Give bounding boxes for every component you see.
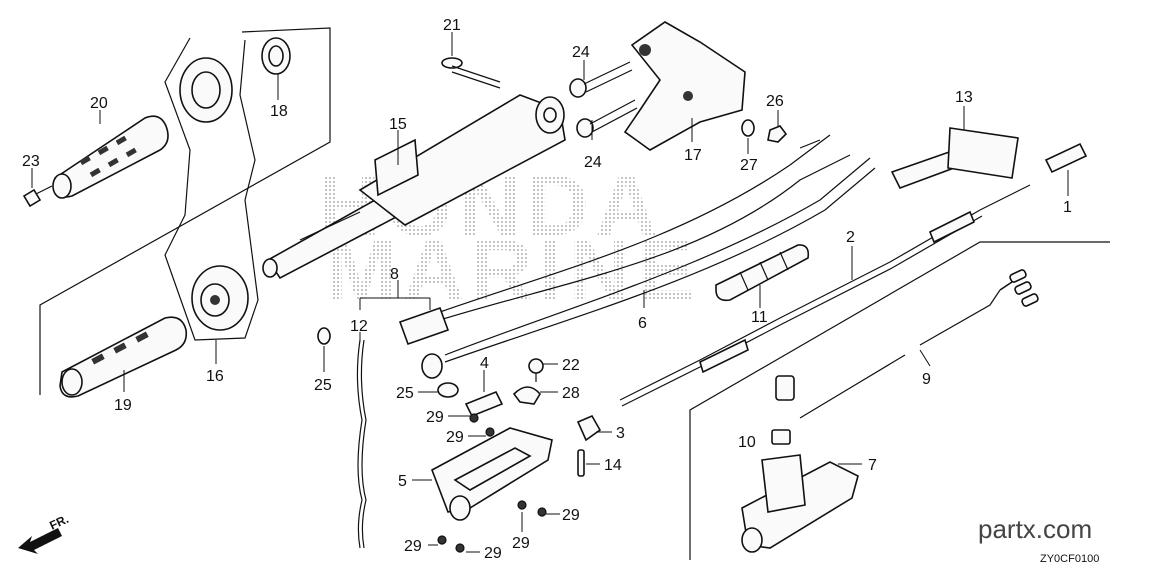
tiller-arm-15 <box>262 94 566 280</box>
callouts: 1 2 3 4 5 6 7 8 9 10 11 12 13 14 15 16 1… <box>22 17 1072 562</box>
callout-27: 27 <box>740 157 758 174</box>
callout-10: 10 <box>738 434 756 451</box>
callout-9: 9 <box>922 371 931 388</box>
grip-group-frame <box>39 27 331 395</box>
callout-17: 17 <box>684 147 702 164</box>
cable-6 <box>444 157 876 363</box>
callout-16: 16 <box>206 368 224 385</box>
callout-12: 12 <box>350 318 368 335</box>
callout-18: 18 <box>270 103 288 120</box>
callout-7: 7 <box>868 457 877 474</box>
bolt-21 <box>441 57 501 89</box>
wire-9 <box>799 269 1039 419</box>
clip-1 <box>1044 142 1088 174</box>
wire-harness <box>439 134 851 321</box>
screw-23 <box>22 185 53 208</box>
pin-14 <box>577 449 585 477</box>
callout-14: 14 <box>604 457 622 474</box>
diagram-code: ZY0CF0100 <box>1040 553 1099 565</box>
leader-lines <box>31 32 1069 553</box>
callout-24a: 24 <box>572 44 590 61</box>
washer-27 <box>741 119 755 137</box>
lanyard-12 <box>356 339 367 549</box>
grip-19 <box>59 316 188 398</box>
callout-13: 13 <box>955 89 973 106</box>
bolt-24-upper <box>569 61 633 98</box>
cap-3 <box>576 414 602 442</box>
callout-19: 19 <box>114 397 132 414</box>
callout-28: 28 <box>562 385 580 402</box>
callout-22: 22 <box>562 357 580 374</box>
connector-8 <box>359 297 450 379</box>
callout-23: 23 <box>22 153 40 170</box>
stop-switch-13 <box>890 127 1019 189</box>
callout-29d: 29 <box>512 535 530 552</box>
direction-label: FR. <box>47 512 70 533</box>
grommet-10 <box>771 375 795 445</box>
bolt-24-lower <box>576 99 638 138</box>
callout-26: 26 <box>766 93 784 110</box>
callout-6: 6 <box>638 315 647 332</box>
callout-8: 8 <box>390 266 399 283</box>
callout-4: 4 <box>480 355 489 372</box>
lower-frame <box>689 241 1110 560</box>
grip-cage <box>179 57 233 123</box>
throttle-cable-2 <box>619 184 1031 407</box>
callout-2: 2 <box>846 229 855 246</box>
pulley-16 <box>191 265 249 331</box>
screw-29-group <box>437 413 547 553</box>
callout-24b: 24 <box>584 154 602 171</box>
callout-29a: 29 <box>426 409 444 426</box>
watermark-line2: MARINE <box>325 223 700 319</box>
screw-22 <box>528 358 544 382</box>
washer-25-upper <box>317 327 331 345</box>
sleeve-11 <box>715 244 810 302</box>
callout-29c: 29 <box>562 507 580 524</box>
callout-1: 1 <box>1063 199 1072 216</box>
callout-21: 21 <box>443 17 461 34</box>
nut-26 <box>767 125 788 143</box>
callout-25a: 25 <box>314 377 332 394</box>
callout-15: 15 <box>389 116 407 133</box>
callout-29e: 29 <box>404 538 422 555</box>
callout-11: 11 <box>751 309 768 326</box>
front-direction-arrow-icon <box>18 528 62 554</box>
plate-4 <box>464 390 504 418</box>
callout-29f: 29 <box>484 545 502 562</box>
cover-5 <box>431 427 553 521</box>
washer-25-lower <box>437 382 459 398</box>
callout-5: 5 <box>398 473 407 490</box>
brand-watermark: partx.com <box>978 514 1092 544</box>
bracket-17 <box>623 21 746 151</box>
collar-18 <box>261 37 291 75</box>
housing-7 <box>741 454 859 553</box>
callout-29b: 29 <box>446 429 464 446</box>
callout-3: 3 <box>616 425 625 442</box>
clamp-28 <box>512 386 541 405</box>
callout-20: 20 <box>90 95 108 112</box>
callout-25b: 25 <box>396 385 414 402</box>
throttle-grip <box>52 115 169 199</box>
